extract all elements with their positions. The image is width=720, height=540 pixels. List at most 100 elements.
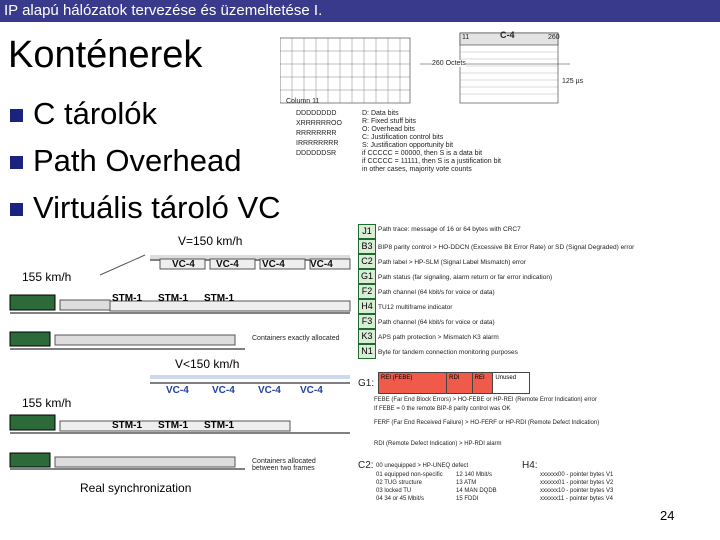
g1-field-rei2: REI bbox=[472, 373, 494, 393]
h4-value-2: xxxxxx10 - pointer bytes V3 bbox=[540, 488, 614, 494]
square-bullet-icon bbox=[10, 156, 23, 170]
g1-field-rdi: RDI bbox=[447, 373, 473, 393]
oh-desc-h4: TU12 multiframe indicator bbox=[378, 304, 453, 311]
legend-left-5: DDDDDDSR bbox=[296, 150, 337, 157]
oh-desc-k3: APS path protection > Mismatch K3 alarm bbox=[378, 334, 499, 341]
top-stm-2: STM-1 bbox=[204, 293, 234, 304]
train-illustration bbox=[9, 254, 351, 470]
arrow-line bbox=[99, 254, 146, 276]
top-note: Containers exactly allocated bbox=[252, 335, 340, 342]
oh-desc-b3: BIP8 parity control > HO-DDCN (Excessive… bbox=[378, 244, 635, 251]
bottom-stm-2: STM-1 bbox=[204, 420, 234, 431]
header-title: IP alapú hálózatok tervezése és üzemelte… bbox=[4, 2, 323, 19]
oh-desc-j1: Path trace: message of 16 or 64 bytes wi… bbox=[378, 226, 521, 233]
oh-code-b3: B3 bbox=[358, 239, 376, 254]
oh-code-k3: K3 bbox=[358, 329, 376, 344]
legend-right-2: O: Overhead bits bbox=[362, 126, 415, 133]
square-bullet-icon bbox=[10, 203, 23, 217]
c4-rows-label: 125 µs bbox=[562, 78, 584, 85]
g1-note-0: FEBE (Far End Block Errors) > HO-FEBE or… bbox=[374, 397, 597, 403]
legend-left-0: Column 11 bbox=[286, 98, 320, 105]
top-left-speed: 155 km/h bbox=[22, 270, 72, 284]
legend-right-5: if CCCCC = 00000, then S is a data bit bbox=[362, 150, 483, 157]
oh-desc-g1: Path status (far signaling, alarm return… bbox=[378, 274, 553, 281]
oh-code-c2: C2 bbox=[358, 254, 376, 269]
legend-left-1: DDDDDDDD bbox=[296, 110, 337, 117]
oh-code-f2: F2 bbox=[358, 284, 376, 299]
top-speed: V=150 km/h bbox=[178, 234, 243, 248]
oh-desc-n1: Byte for tandem connection monitoring pu… bbox=[378, 349, 518, 356]
h4-value-0: xxxxxx00 - pointer bytes V1 bbox=[540, 472, 614, 478]
c4-col-end: 260 bbox=[548, 34, 560, 41]
c2-label: C2: bbox=[358, 460, 374, 471]
h4-label: H4: bbox=[522, 460, 538, 471]
bottom-note: Containers allocated between two frames bbox=[252, 458, 316, 472]
c4-col-start: 11 bbox=[462, 34, 470, 41]
page-number: 24 bbox=[660, 508, 675, 523]
bullet-text: Path Overhead bbox=[33, 143, 242, 178]
legend-right-3: C: Justification control bits bbox=[362, 134, 444, 141]
bottom-speed: V<150 km/h bbox=[175, 357, 240, 371]
bullet-item-1: C tárolók bbox=[10, 96, 157, 132]
top-stm-1: STM-1 bbox=[158, 293, 188, 304]
bottom-vc-2: VC-4 bbox=[258, 385, 281, 396]
top-vc-1: VC-4 bbox=[216, 259, 239, 270]
top-vc-0: VC-4 bbox=[172, 259, 195, 270]
c2-value-2: 02 TUG structure bbox=[376, 480, 422, 486]
bullet-text: C tárolók bbox=[33, 96, 158, 131]
square-bullet-icon bbox=[10, 109, 23, 123]
oh-code-h4: H4 bbox=[358, 299, 376, 314]
legend-right-7: in other cases, majority vote counts bbox=[362, 166, 472, 173]
bottom-locomotive bbox=[9, 414, 56, 431]
legend-right-6: if CCCCC = 11111, then S is a justificat… bbox=[362, 158, 501, 165]
bullet-item-2: Path Overhead bbox=[10, 143, 242, 179]
g1-field-rei: REI (FEBE) bbox=[379, 373, 448, 393]
g1-note-3: RDI (Remote Defect Indication) > HP-RDI … bbox=[374, 441, 502, 447]
c2-value-8: 15 FDDI bbox=[456, 496, 479, 502]
oh-code-n1: N1 bbox=[358, 344, 376, 359]
header-bar: IP alapú hálózatok tervezése és üzemelte… bbox=[0, 0, 720, 22]
bottom-vc-1: VC-4 bbox=[212, 385, 235, 396]
c4-width-label: 260 Octets bbox=[432, 60, 466, 67]
g1-field-unused: Unused bbox=[493, 373, 529, 393]
top-locomotive bbox=[9, 294, 56, 311]
top-locomotive-2 bbox=[9, 331, 51, 347]
h4-value-1: xxxxxx01 - pointer bytes V2 bbox=[540, 480, 614, 486]
bottom-left-speed: 155 km/h bbox=[22, 396, 72, 410]
c2-value-0: 00 unequipped > HP-UNEQ defect bbox=[376, 463, 469, 469]
bottom-upper-rail bbox=[150, 375, 350, 379]
bottom-vc-3: VC-4 bbox=[300, 385, 323, 396]
top-wagons-upper bbox=[159, 258, 351, 270]
legend-right-4: S: Justification opportunity bit bbox=[362, 142, 454, 149]
c2-value-3: 03 locked TU bbox=[376, 488, 412, 494]
legend-right-0: D: Data bits bbox=[362, 110, 399, 117]
c2-value-7: 14 MAN DQDB bbox=[456, 488, 497, 494]
bottom-stm-1: STM-1 bbox=[158, 420, 188, 431]
slide-title: Konténerek bbox=[8, 34, 203, 76]
c4-label: C-4 bbox=[500, 30, 515, 40]
bullet-text: Virtuális tároló VC bbox=[33, 190, 281, 225]
top-upper-rail bbox=[150, 255, 350, 259]
top-vc-2: VC-4 bbox=[262, 259, 285, 270]
c2-value-1: 01 equipped non-specific bbox=[376, 472, 443, 478]
top-stm-0: STM-1 bbox=[112, 293, 142, 304]
oh-code-j1: J1 bbox=[358, 224, 376, 239]
oh-code-f3: F3 bbox=[358, 314, 376, 329]
bullet-item-3: Virtuális tároló VC bbox=[10, 190, 281, 226]
g1-field-row: REI (FEBE) RDI REI Unused bbox=[378, 372, 530, 394]
g1-note-2: FERF (Far End Received Failure) > HO-FER… bbox=[374, 420, 600, 426]
oh-desc-f2: Path channel (64 kbit/s for voice or dat… bbox=[378, 289, 495, 296]
oh-desc-c2: Path label > HP-SLM (Signal Label Mismat… bbox=[378, 259, 526, 266]
train-caption: Real synchronization bbox=[80, 481, 192, 495]
g1-note-1: If FEBE = 0 the remote BIP-8 parity cont… bbox=[374, 406, 511, 412]
bottom-stm-0: STM-1 bbox=[112, 420, 142, 431]
legend-right-1: R: Fixed stuff bits bbox=[362, 118, 416, 125]
c2-value-5: 12 140 Mbit/s bbox=[456, 472, 493, 478]
bottom-vc-0: VC-4 bbox=[166, 385, 189, 396]
legend-left-2: XRRRRRROO bbox=[296, 120, 342, 127]
legend-left-4: IRRRRRRRR bbox=[296, 140, 339, 147]
c4-container-diagram bbox=[280, 32, 570, 104]
c2-value-6: 13 ATM bbox=[456, 480, 477, 486]
c2-value-4: 04 34 or 45 Mbit/s bbox=[376, 496, 425, 502]
top-vc-3: VC-4 bbox=[310, 259, 333, 270]
